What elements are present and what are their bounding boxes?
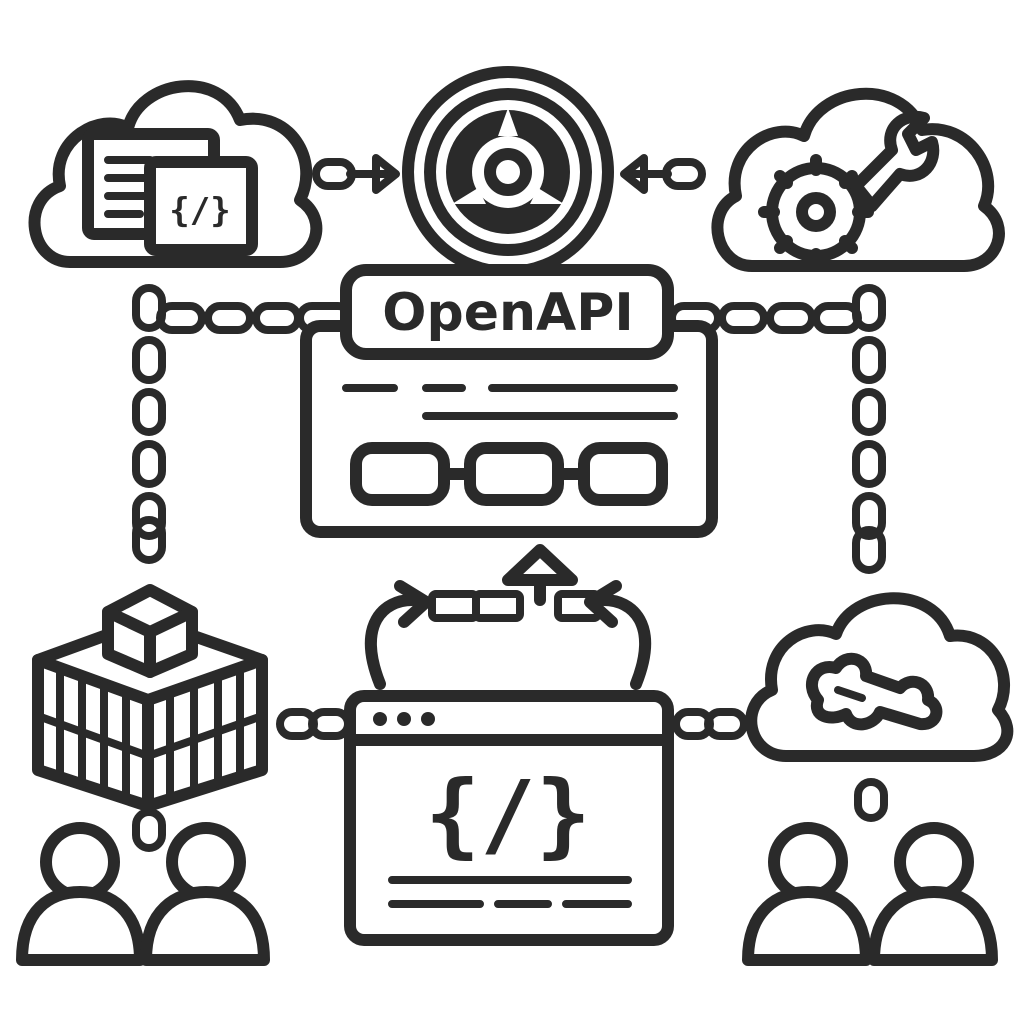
cloud-document-icon: {/} [28,80,323,268]
flow-arrows [364,544,652,690]
data-cube-icon [32,584,268,812]
chain-cube-to-users [132,808,166,852]
arrow-right-to-hub [620,154,706,194]
chain-code-to-cloud [672,708,748,740]
small-cube-icon [102,584,198,678]
openapi-label-box: OpenAPI [340,264,674,360]
gear-icon [758,154,874,270]
users-left-icon [16,822,270,966]
window-dot-3 [421,712,435,726]
cloud-tools-icon [745,592,1014,762]
window-dot-1 [373,712,387,726]
api-spec-panel-icon: OpenAPI [300,264,718,538]
chain-left-vertical [132,284,166,564]
chain-cloud-to-users [854,778,888,822]
connector-chains [132,284,888,852]
api-hub-icon [402,66,614,278]
openapi-label: OpenAPI [382,283,633,343]
arrow-left-to-hub [312,154,400,194]
arrow-chain [428,590,602,622]
chain-cube-to-code [276,708,352,740]
wrench-icon [850,110,940,212]
wrench-bone-icon [806,652,943,731]
doc-code-symbol: {/} [169,191,230,231]
cloud-settings-icon [711,87,1005,272]
users-right-icon [742,822,998,966]
chain-right-vertical [852,284,886,574]
window-code-symbol: {/} [425,761,591,868]
window-dot-2 [397,712,411,726]
spec-chain-nodes [350,442,668,506]
code-window-icon: {/} [344,690,674,946]
